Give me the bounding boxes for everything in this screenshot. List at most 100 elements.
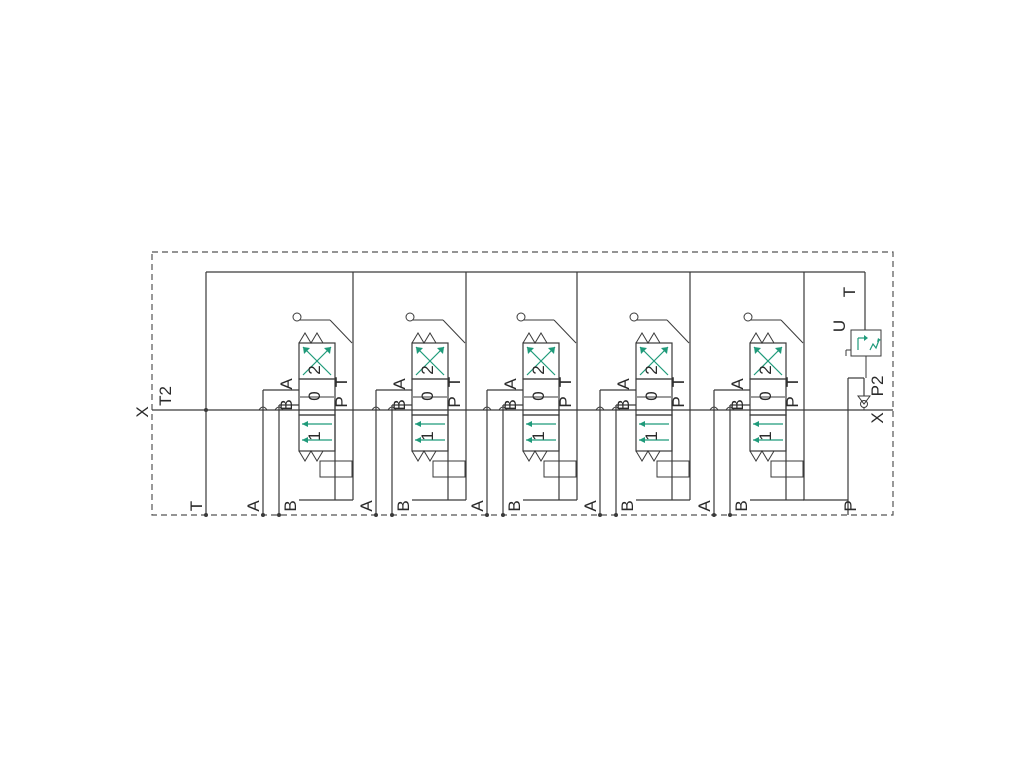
port-p-label: P	[556, 396, 575, 407]
arrow-head-icon	[548, 347, 555, 354]
arrow-head-icon	[415, 421, 421, 427]
port-b-label: B	[277, 399, 296, 410]
solenoid-icon	[656, 460, 690, 478]
solenoid-icon	[770, 460, 804, 478]
arrow-head-icon	[324, 347, 331, 354]
line-crossing	[725, 406, 735, 411]
lever-icon	[329, 319, 353, 344]
arrow-head-icon	[416, 347, 423, 354]
position-0-label: 0	[418, 391, 437, 400]
solenoid-icon	[319, 460, 353, 478]
outlet-b-label: B	[394, 500, 413, 511]
position-1-box	[298, 414, 336, 452]
port-a-label: A	[614, 378, 633, 390]
flow-arrow-icon	[302, 346, 332, 376]
port-b-label: B	[614, 399, 633, 410]
spring-icon	[411, 332, 437, 344]
port-p-label: P	[841, 500, 860, 511]
solenoid-icon	[543, 460, 577, 478]
manifold-boundary	[151, 251, 894, 516]
position-1-box	[522, 414, 560, 452]
spring-icon	[411, 450, 437, 462]
port-t-label: T	[669, 377, 688, 387]
spring-icon	[522, 450, 548, 462]
position-2-label: 2	[529, 365, 548, 374]
port-a-label: A	[728, 378, 747, 390]
line-crossing	[387, 406, 397, 411]
outlet-a-label: A	[581, 500, 600, 512]
port-p-label: P	[669, 396, 688, 407]
line-crossing	[274, 406, 284, 411]
line-crossing	[611, 406, 621, 411]
lever-knob-icon	[629, 312, 639, 322]
position-1-label: 1	[418, 431, 437, 440]
port-u-label: U	[830, 320, 849, 332]
line-crossing	[258, 406, 268, 411]
position-1-box	[635, 414, 673, 452]
port-t-label: T	[332, 377, 351, 387]
port-b-label: B	[728, 399, 747, 410]
port-b-dot	[728, 513, 732, 517]
position-1-label: 1	[756, 431, 775, 440]
outlet-b-label: B	[505, 500, 524, 511]
position-2-label: 2	[418, 365, 437, 374]
check-valve-icon	[857, 395, 871, 410]
lever-knob-icon	[743, 312, 753, 322]
outlet-a-label: A	[695, 500, 714, 512]
arrow-head-icon	[302, 437, 308, 443]
port-t-label: T	[445, 377, 464, 387]
relief-valve-icon	[845, 329, 882, 378]
arrow-head-icon	[415, 437, 421, 443]
arrow-head-icon	[753, 421, 759, 427]
position-1-box	[411, 414, 449, 452]
port-x-left-label: X	[133, 406, 152, 417]
port-b-dot	[614, 513, 618, 517]
arrow-head-icon	[302, 421, 308, 427]
port-p2-label: P2	[868, 376, 887, 397]
spring-icon	[749, 332, 775, 344]
port-t-label: T	[556, 377, 575, 387]
lever-icon	[666, 319, 690, 344]
position-1-label: 1	[642, 431, 661, 440]
port-p-label: P	[445, 396, 464, 407]
arrow-head-icon	[639, 437, 645, 443]
position-0-label: 0	[305, 391, 324, 400]
port-a-label: A	[390, 378, 409, 390]
spring-icon	[635, 332, 661, 344]
flow-arrow-icon	[415, 346, 445, 376]
spring-icon	[522, 332, 548, 344]
arrow-head-icon	[753, 437, 759, 443]
port-t2-label: T2	[156, 386, 175, 406]
spring-icon	[635, 450, 661, 462]
port-a-dot	[598, 513, 602, 517]
arrow-head-icon	[526, 421, 532, 427]
port-b-dot	[277, 513, 281, 517]
flow-arrow-icon	[639, 346, 669, 376]
arrow-head-icon	[527, 347, 534, 354]
line-crossing	[482, 406, 492, 411]
port-t-label: T	[187, 501, 206, 511]
port-a-label: A	[501, 378, 520, 390]
arrow-head-icon	[661, 347, 668, 354]
lever-icon	[442, 319, 466, 344]
position-0-label: 0	[642, 391, 661, 400]
outlet-a-label: A	[357, 500, 376, 512]
position-0-label: 0	[756, 391, 775, 400]
spring-icon	[298, 450, 324, 462]
line-crossing	[595, 406, 605, 411]
spring-icon	[298, 332, 324, 344]
outlet-a-label: A	[244, 500, 263, 512]
port-a-dot	[374, 513, 378, 517]
flow-arrow-icon	[526, 346, 556, 376]
arrow-head-icon	[437, 347, 444, 354]
port-b-dot	[390, 513, 394, 517]
position-2-label: 2	[756, 365, 775, 374]
outlet-a-label: A	[468, 500, 487, 512]
arrow-head-icon	[303, 347, 310, 354]
